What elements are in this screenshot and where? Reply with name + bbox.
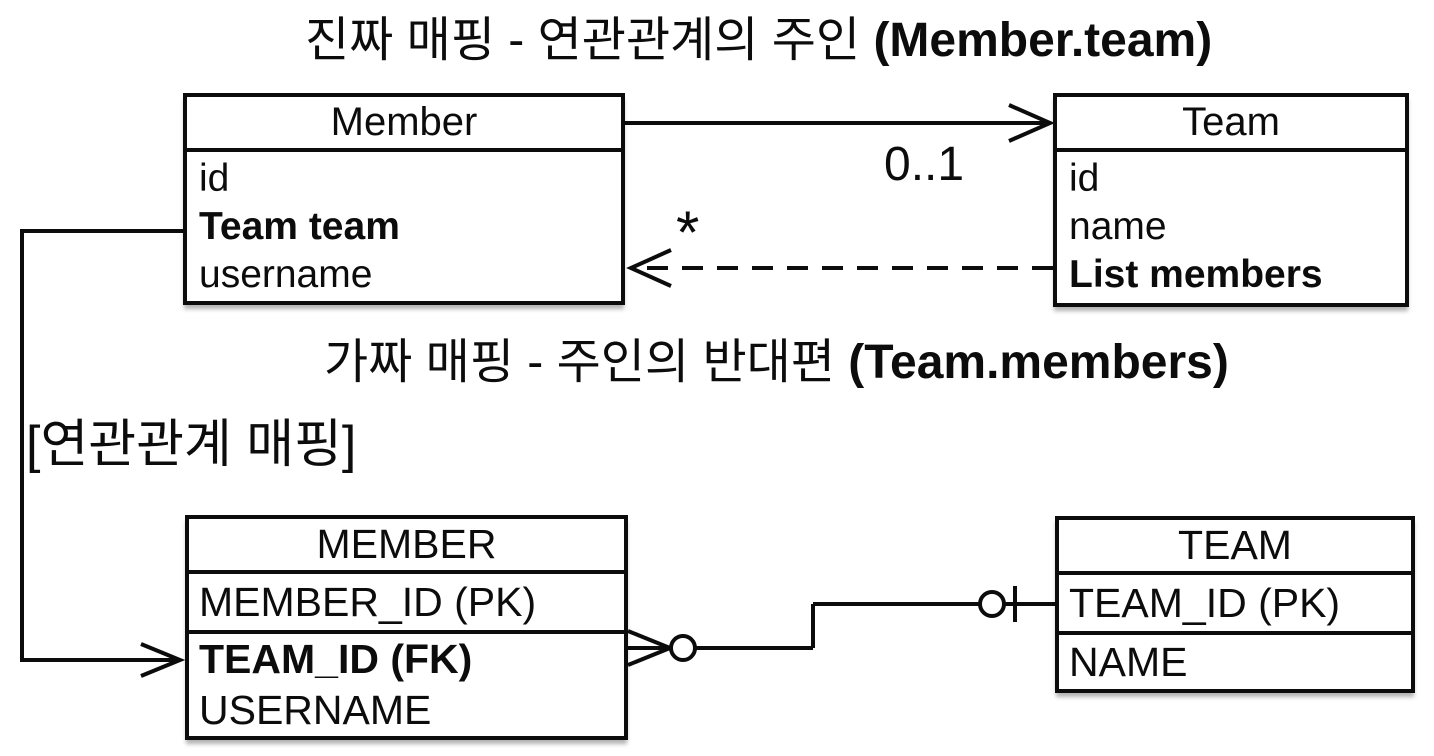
- optional-circle-member-side: [669, 634, 697, 662]
- team-class-fields: id name List members: [1057, 152, 1405, 299]
- member-class-box: Member id Team team username: [183, 93, 625, 305]
- title-real-mapping-text: 진짜 매핑 - 연관관계의 주인: [305, 14, 874, 67]
- team-to-member-dashed-arrow: [626, 248, 1053, 288]
- member-field-username: username: [199, 253, 373, 296]
- team-table-box: TEAM TEAM_ID (PK) NAME: [1055, 516, 1415, 693]
- optional-circle-team-side: [978, 590, 1006, 618]
- field-to-fk-arrow: [20, 229, 186, 678]
- title-fake-mapping: 가짜 매핑 - 주인의 반대편 (Team.members): [324, 334, 1229, 392]
- title-fake-mapping-code: (Team.members): [848, 336, 1229, 389]
- member-table-box: MEMBER MEMBER_ID (PK) TEAM_ID (FK) USERN…: [185, 515, 628, 740]
- member-to-team-arrow: [625, 103, 1055, 143]
- team-field-members: List members: [1069, 253, 1323, 296]
- multiplicity-label-star: *: [676, 199, 700, 266]
- team-table-row-name: NAME: [1069, 639, 1188, 685]
- member-team-relationship-line: [627, 586, 1055, 667]
- member-table-title: MEMBER: [189, 519, 624, 574]
- member-class-title: Member: [187, 97, 621, 152]
- title-real-mapping-code: (Member.team): [873, 14, 1213, 67]
- member-table-row-pk: MEMBER_ID (PK): [189, 574, 624, 634]
- team-field-name: name: [1069, 205, 1167, 248]
- team-class-title: Team: [1057, 97, 1405, 152]
- side-label-association-mapping: [연관관계 매핑]: [26, 416, 357, 474]
- team-table-row-pk: TEAM_ID (PK): [1059, 575, 1411, 635]
- team-field-id: id: [1069, 157, 1100, 200]
- member-table-row-fk: TEAM_ID (FK): [199, 636, 473, 682]
- member-table-row-username: USERNAME: [199, 687, 432, 733]
- member-field-id: id: [199, 157, 230, 200]
- title-fake-mapping-text: 가짜 매핑 - 주인의 반대편: [324, 336, 849, 389]
- member-class-fields: id Team team username: [187, 152, 621, 299]
- member-field-team: Team team: [199, 205, 400, 248]
- team-table-title: TEAM: [1059, 520, 1411, 575]
- multiplicity-label-0-1: 0..1: [884, 138, 965, 191]
- title-real-mapping: 진짜 매핑 - 연관관계의 주인 (Member.team): [305, 12, 1212, 70]
- team-class-box: Team id name List members: [1053, 93, 1409, 307]
